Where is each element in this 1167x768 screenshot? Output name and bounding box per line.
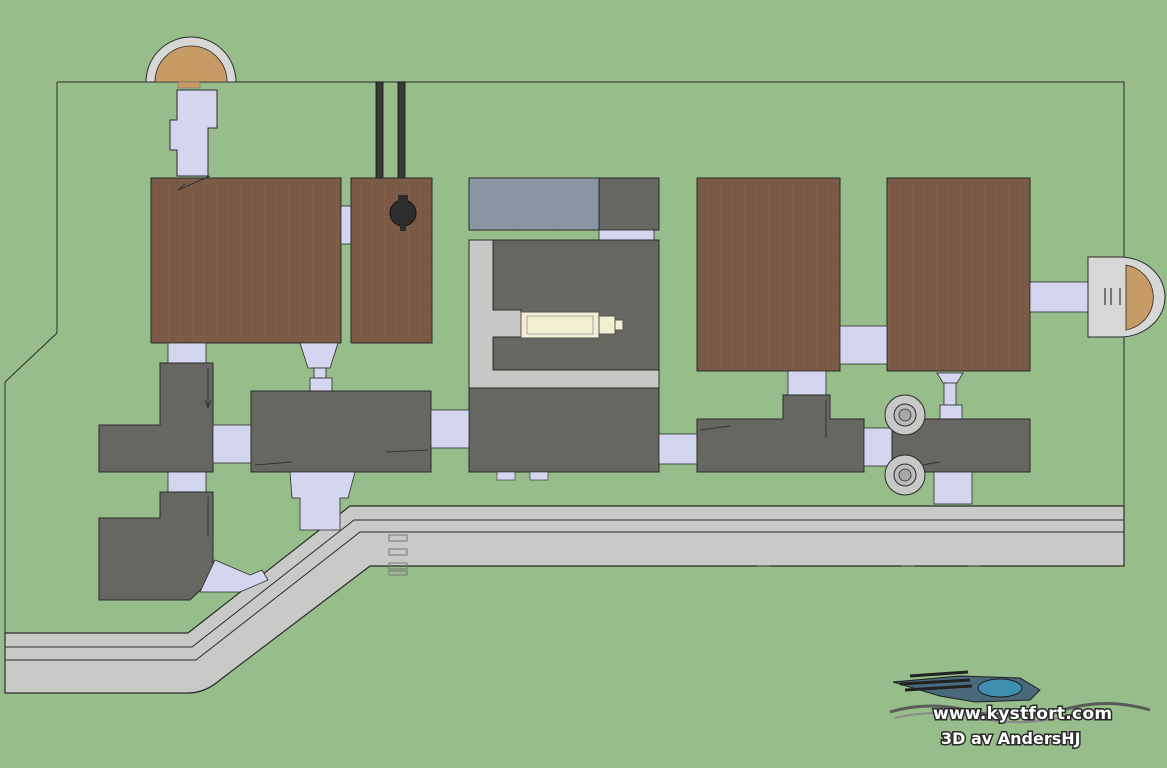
earth-roof-2 (350, 177, 433, 344)
observation-cupola-east (1087, 256, 1166, 338)
hopper-base-1 (309, 377, 333, 393)
blue-gray-pad (468, 177, 600, 231)
passage-down-2 (167, 471, 207, 493)
gun-emplacement-icon (520, 311, 624, 339)
east-passage (1029, 281, 1091, 313)
vent-stub-a (496, 471, 516, 481)
ventilation-tank-icon (389, 195, 417, 231)
stair-arrow-icon (699, 400, 827, 438)
watermark-url: www.kystfort.com (933, 704, 1112, 724)
ventilation-fan-icon (884, 394, 941, 496)
hopper-2 (936, 372, 964, 384)
hopper-neck-2 (943, 382, 957, 406)
hopper-1 (299, 342, 339, 369)
hopper-base-2 (939, 404, 963, 420)
entrance-ramp (289, 471, 356, 531)
ammo-room-roof (598, 177, 660, 231)
center-passage-top (598, 229, 655, 241)
access-road (4, 505, 1125, 694)
earth-roof-1 (150, 177, 342, 344)
bunker-east-1 (696, 394, 865, 473)
road-ladder-marks (388, 534, 408, 576)
diagonal-passage (199, 559, 269, 593)
passage-down-1 (167, 342, 207, 364)
stair-arrow-icon (177, 175, 211, 191)
vent-stub-b (529, 471, 549, 481)
stair-arrow-icon (254, 449, 429, 466)
watermark-cannon-logo (889, 670, 1151, 724)
passage-down-east (933, 471, 973, 505)
earth-roof-3 (696, 177, 841, 372)
observation-cupola-north (145, 36, 237, 89)
central-bunker (468, 387, 660, 473)
passage-west-mid (212, 424, 252, 464)
gun-pit (492, 239, 660, 371)
watermark-author: 3D av AndersHJ (941, 729, 1081, 748)
north-passage (169, 89, 218, 177)
passage-mid-center (430, 409, 470, 449)
hopper-neck-1 (313, 367, 327, 379)
passage-east-mid (863, 427, 893, 467)
passage-up-3 (787, 370, 827, 396)
l-bunker-west (98, 362, 214, 473)
bunker-southwest (98, 491, 214, 601)
passage-mid-right (658, 433, 698, 465)
link-passage-a (340, 205, 352, 245)
bunker-mid-left (250, 390, 432, 473)
link-passage-roofs (839, 325, 888, 365)
stair-arrow-icon (204, 368, 212, 410)
site-boundary (4, 81, 1125, 640)
earth-roof-4 (886, 177, 1031, 372)
